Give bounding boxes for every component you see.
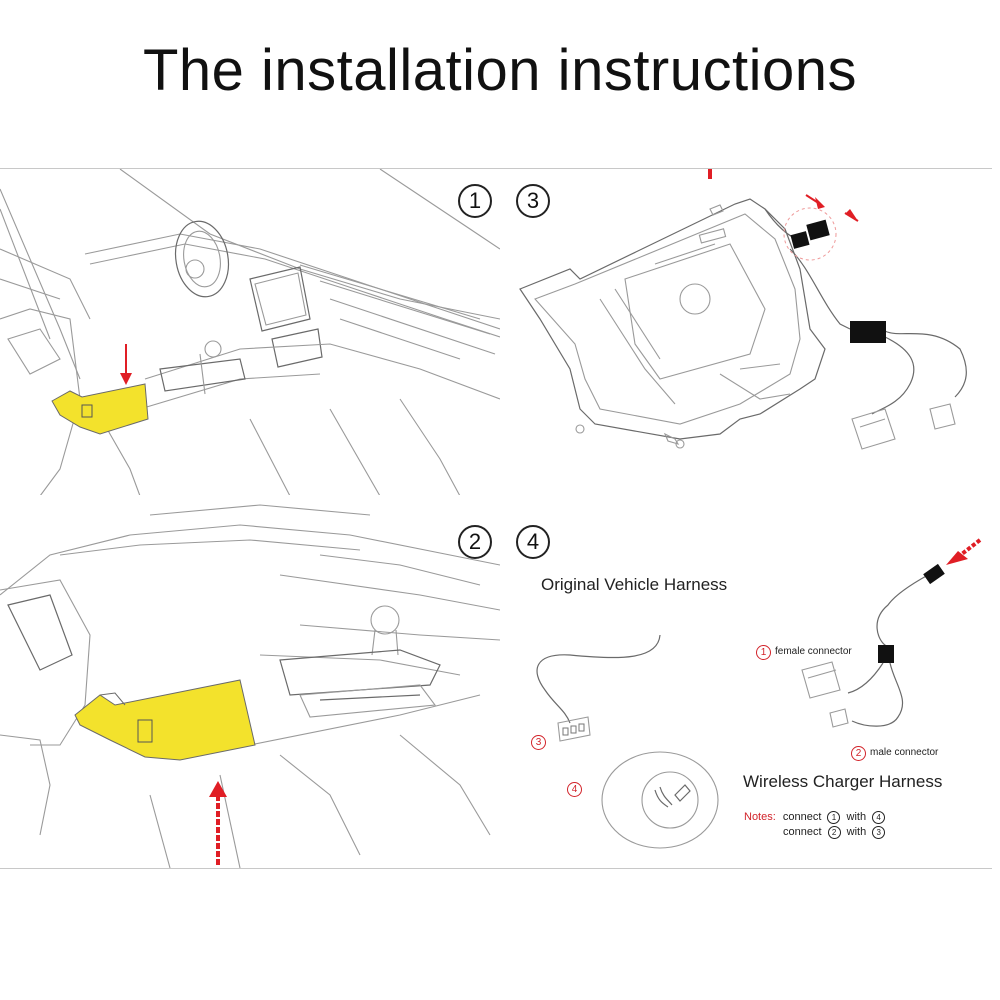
male-connector-number: 2 [851, 746, 866, 761]
step-badge-3: 3 [516, 184, 550, 218]
panel-step-2: 2 [0, 495, 501, 869]
notes-line-2-a: 2 [827, 826, 841, 839]
male-connector-label: male connector [870, 747, 939, 758]
step-badge-1: 1 [458, 184, 492, 218]
socket-number: 4 [567, 782, 582, 797]
highlighted-console-panel-closeup [74, 679, 256, 761]
charger-tray-drawing [519, 169, 967, 450]
page-title: The installation instructions [142, 38, 858, 103]
notes-line-1-b: 4 [872, 811, 886, 824]
highlighted-console-panel [51, 383, 149, 435]
original-connector-number: 3 [531, 735, 546, 750]
notes-line-2-b: 3 [872, 826, 886, 839]
notes-line-2: connect 2 with 3 [744, 825, 888, 840]
female-connector-number: 1 [756, 645, 771, 660]
red-arrow-up [209, 781, 227, 865]
red-arrows-connect [805, 194, 859, 222]
step-badge-2: 2 [458, 525, 492, 559]
car-interior-drawing-1 [0, 169, 500, 496]
step-badge-4: 4 [516, 525, 550, 559]
car-interior-drawing-2 [0, 504, 500, 868]
notes-line-1: Notes: connect 1 with 4 [744, 810, 888, 825]
panel-step-4: 4 Original Vehicle Harness Wireless Char… [500, 495, 992, 869]
notes-line-1-mid: with [846, 811, 867, 823]
female-connector-label: female connector [775, 646, 852, 657]
notes-line-1-prefix: connect [782, 811, 822, 823]
panel-step-1: 1 [0, 168, 501, 497]
notes-block: Notes: connect 1 with 4 connect 2 with 3 [744, 810, 888, 840]
red-arrow-plug [946, 538, 982, 565]
red-arrow-down [120, 344, 132, 385]
original-harness-label: Original Vehicle Harness [541, 575, 728, 594]
notes-line-2-prefix: connect [783, 826, 822, 838]
wireless-harness-label: Wireless Charger Harness [743, 772, 943, 791]
notes-line-1-a: 1 [827, 811, 841, 824]
harness-drawing [536, 538, 982, 849]
panel-step-3: 3 [500, 168, 992, 497]
notes-line-2-mid: with [846, 826, 867, 838]
notes-label: Notes: [744, 811, 776, 823]
